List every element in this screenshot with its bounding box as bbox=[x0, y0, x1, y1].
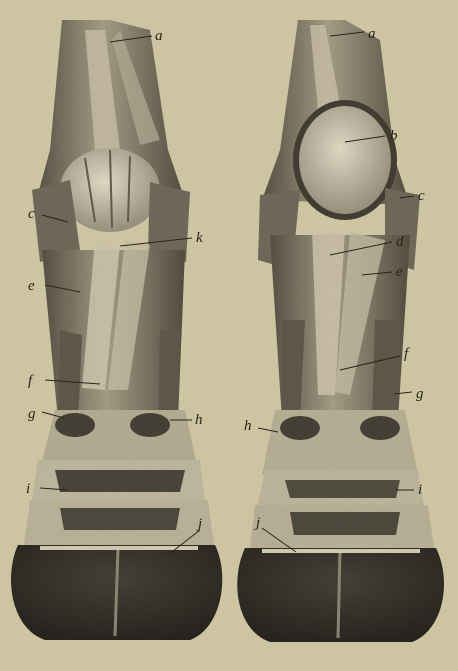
left-label-a: a bbox=[155, 28, 163, 44]
right-label-c: c bbox=[418, 188, 425, 204]
left-label-g: g bbox=[28, 406, 36, 422]
right-label-h: h bbox=[244, 418, 252, 434]
right-label-g: g bbox=[416, 386, 424, 402]
right-label-d: d bbox=[396, 234, 404, 250]
left-label-e: e bbox=[28, 278, 35, 294]
right-label-b: b bbox=[390, 128, 398, 144]
right-label-a: a bbox=[368, 26, 376, 42]
left-label-c: c bbox=[28, 206, 35, 222]
right-label-e: e bbox=[396, 264, 403, 280]
left-label-i: i bbox=[26, 481, 30, 497]
left-label-k: k bbox=[196, 230, 203, 246]
left-label-h: h bbox=[195, 412, 203, 428]
right-label-i: i bbox=[418, 482, 422, 498]
